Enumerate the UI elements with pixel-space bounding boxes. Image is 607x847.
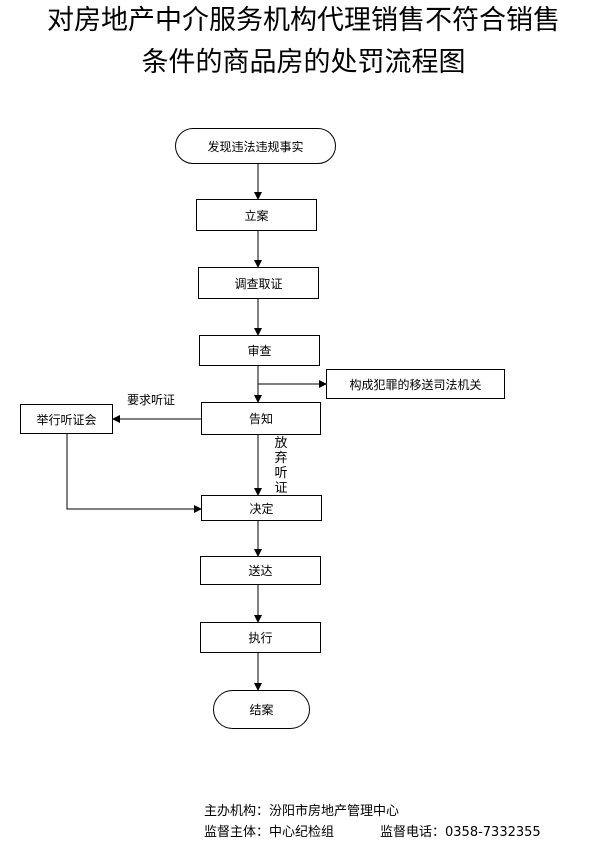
footer-supervisor: 监督主体：中心纪检组 — [204, 825, 335, 840]
node-transfer-judicial: 构成犯罪的移送司法机关 — [326, 369, 505, 399]
node-decision: 决定 — [201, 495, 322, 521]
node-close-case: 结案 — [213, 690, 310, 729]
diagram-title-line-1: 对房地产中介服务机构代理销售不符合销售 — [47, 5, 560, 36]
node-review: 审查 — [199, 335, 320, 366]
footer-organizer: 主办机构：汾阳市房地产管理中心 — [204, 804, 400, 819]
footer-phone: 监督电话：0358-7332355 — [380, 825, 541, 840]
node-hold-hearing: 举行听证会 — [20, 404, 113, 434]
node-discover-violation: 发现违法违规事实 — [175, 128, 336, 164]
node-deliver: 送达 — [200, 556, 321, 585]
edge-label-waive-hearing: 放弃听证 — [274, 436, 288, 496]
node-notify: 告知 — [201, 402, 321, 435]
node-register-case: 立案 — [196, 199, 317, 231]
arrow-hearing-to-decision — [66, 434, 202, 513]
diagram-title-line-2: 条件的商品房的处罚流程图 — [141, 47, 466, 78]
node-investigate: 调查取证 — [198, 267, 319, 299]
node-execute: 执行 — [200, 622, 321, 653]
edge-label-request-hearing: 要求听证 — [127, 393, 176, 407]
